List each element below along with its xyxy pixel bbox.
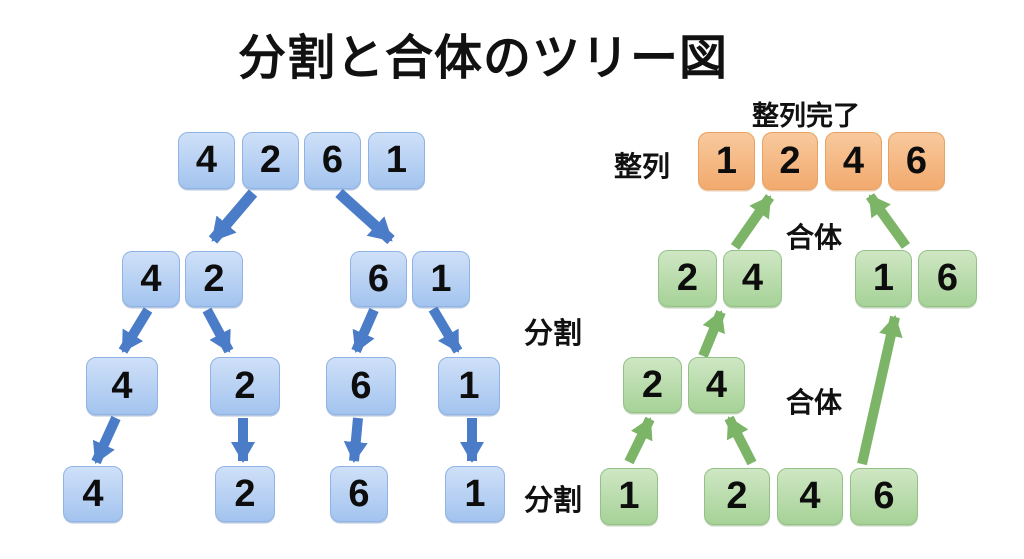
merge-singles-box: 1: [600, 468, 658, 525]
divide-row3-box: 6: [326, 357, 396, 415]
merge-arrow: [865, 193, 911, 249]
label-split-lower: 分割: [524, 485, 583, 517]
merge-arrow: [624, 416, 655, 465]
divide-row2-box: 1: [412, 251, 470, 307]
divide-arrow: [91, 415, 121, 465]
page-title: 分割と合体のツリー図: [238, 32, 729, 85]
merge-upper-right-box: 6: [918, 250, 977, 307]
merge-upper-right-box: 1: [855, 250, 912, 307]
divide-arrow: [351, 307, 379, 354]
label-merge-upper: 合体: [786, 222, 843, 253]
merge-singles-box: 2: [704, 468, 770, 525]
sorted-box: 1: [698, 132, 755, 190]
sorted-box: 6: [888, 132, 945, 190]
merge-mid-pair-box: 4: [688, 357, 745, 413]
merge-upper-left-box: 4: [723, 250, 782, 307]
divide-arrow: [335, 188, 395, 245]
divide-row4-box: 6: [330, 466, 388, 522]
divide-row4-box: 1: [445, 466, 505, 522]
merge-arrow: [730, 194, 775, 250]
divide-row2-box: 6: [350, 251, 407, 307]
divide-arrow: [118, 307, 153, 354]
merge-upper-left-box: 2: [658, 250, 717, 307]
merge-mid-pair-box: 2: [623, 357, 682, 413]
divide-row3-box: 2: [210, 357, 280, 415]
divide-row1-box: 1: [368, 132, 425, 189]
merge-singles-box: 6: [850, 468, 918, 525]
divide-arrow: [202, 307, 234, 354]
divide-row1-box: 2: [242, 132, 299, 189]
divide-row2-box: 2: [185, 251, 243, 307]
label-split-upper: 分割: [524, 318, 583, 350]
divide-row4-box: 4: [63, 466, 123, 522]
merge-singles-box: 4: [777, 468, 843, 525]
merge-arrow: [857, 315, 903, 466]
divide-row2-box: 4: [122, 251, 180, 307]
merge-arrow: [698, 310, 726, 358]
sorted-box: 4: [825, 132, 882, 190]
divide-arrow: [428, 306, 463, 354]
label-sorted-complete: 整列完了: [752, 101, 860, 131]
label-sorted: 整列: [614, 151, 671, 182]
divide-row3-box: 1: [438, 357, 500, 415]
divide-row1-box: 6: [304, 132, 361, 189]
sorted-box: 2: [762, 132, 818, 190]
label-merge-lower: 合体: [786, 387, 843, 418]
merge-arrow: [724, 415, 757, 466]
divide-row3-box: 4: [86, 357, 158, 415]
divide-row4-box: 2: [215, 466, 275, 522]
divide-row1-box: 4: [178, 132, 235, 189]
divide-arrow: [208, 189, 258, 244]
divide-arrow: [343, 417, 368, 463]
